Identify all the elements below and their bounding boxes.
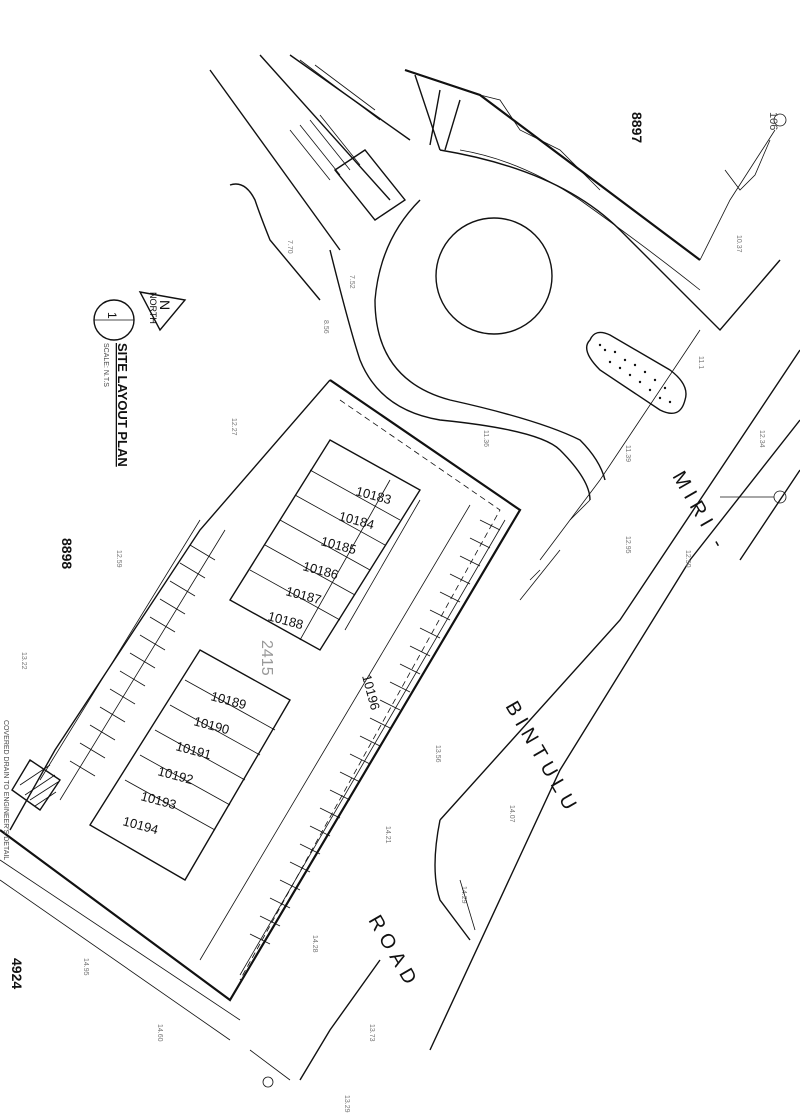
lot-label: 10191 [174, 738, 213, 762]
main-road [299, 329, 800, 1081]
parking-bays [39, 479, 506, 976]
road-name-part1: MIRI - [668, 468, 732, 557]
access-road-top [209, 54, 411, 301]
level-label: 12.27 [230, 418, 237, 436]
level-label: 13.56 [434, 745, 441, 763]
covered-drain-note: COVERED DRAIN TO ENGINEER'S DETAIL [2, 720, 9, 860]
lot-label: 10183 [354, 483, 393, 507]
level-label: 13.22 [20, 652, 27, 670]
level-label: 8.56 [322, 320, 329, 334]
building-block-a [229, 439, 421, 651]
level-label: 13.29 [343, 1095, 350, 1113]
road-name-part2: BINTULU [501, 698, 584, 819]
level-label: 12.50 [684, 550, 691, 568]
marker-106: 106 [767, 112, 779, 130]
boundary-top-right: 106 8897 [404, 68, 787, 261]
drawing-scale: SCALE: N.T.S [102, 343, 109, 387]
level-label: 7.52 [348, 275, 355, 289]
plot-8897: 8897 [629, 112, 645, 143]
level-label: 14.29 [460, 886, 467, 904]
lot-label: 10190 [192, 713, 231, 737]
lot-label: 10194 [121, 813, 160, 837]
section-number: 1 [105, 312, 119, 319]
level-label: 14.07 [508, 805, 515, 823]
hatched-compound: COVERED DRAIN TO ENGINEER'S DETAIL [2, 720, 61, 860]
lot-label: 10189 [209, 688, 248, 712]
level-label: 10.37 [735, 235, 742, 253]
lot-label: 10185 [319, 533, 358, 557]
lot-label: 10187 [284, 583, 323, 607]
lot-parking-strip: 10196 [359, 673, 383, 712]
level-label: 14.95 [82, 958, 89, 976]
roundabout [329, 149, 781, 501]
level-label: 14.60 [156, 1024, 163, 1042]
north-label: NORTH [148, 292, 158, 324]
lot-label: 10193 [139, 788, 178, 812]
level-label: 11.1 [697, 356, 704, 369]
title-block: 1 N NORTH SITE LAYOUT PLAN SCALE: N.T.S [93, 291, 187, 467]
drawing-title: SITE LAYOUT PLAN [115, 343, 130, 467]
level-label: 13.73 [368, 1024, 375, 1042]
lot-center-label: 2415 [258, 640, 275, 676]
building-block-b [89, 649, 291, 881]
level-label: 14.28 [311, 935, 318, 953]
north-letter: N [157, 300, 173, 310]
level-label: 14.21 [384, 826, 391, 844]
drainage-arrows [249, 499, 591, 1088]
level-label: 12.34 [758, 430, 765, 448]
lot-label: 10184 [337, 508, 376, 532]
lot-label: 10188 [266, 608, 305, 632]
level-label: 12.95 [624, 536, 631, 554]
level-label: 11.39 [624, 445, 631, 462]
lot-label: 10186 [301, 558, 340, 582]
level-label: 12.59 [115, 550, 122, 568]
traffic-island [586, 331, 687, 414]
plot-4924: 4924 [9, 958, 25, 989]
lot-label: 10192 [156, 763, 195, 787]
level-label: 11.36 [482, 430, 489, 447]
level-label: 7.70 [286, 240, 293, 254]
road-name-part3: ROAD [364, 912, 424, 994]
plot-8898: 8898 [59, 538, 75, 569]
